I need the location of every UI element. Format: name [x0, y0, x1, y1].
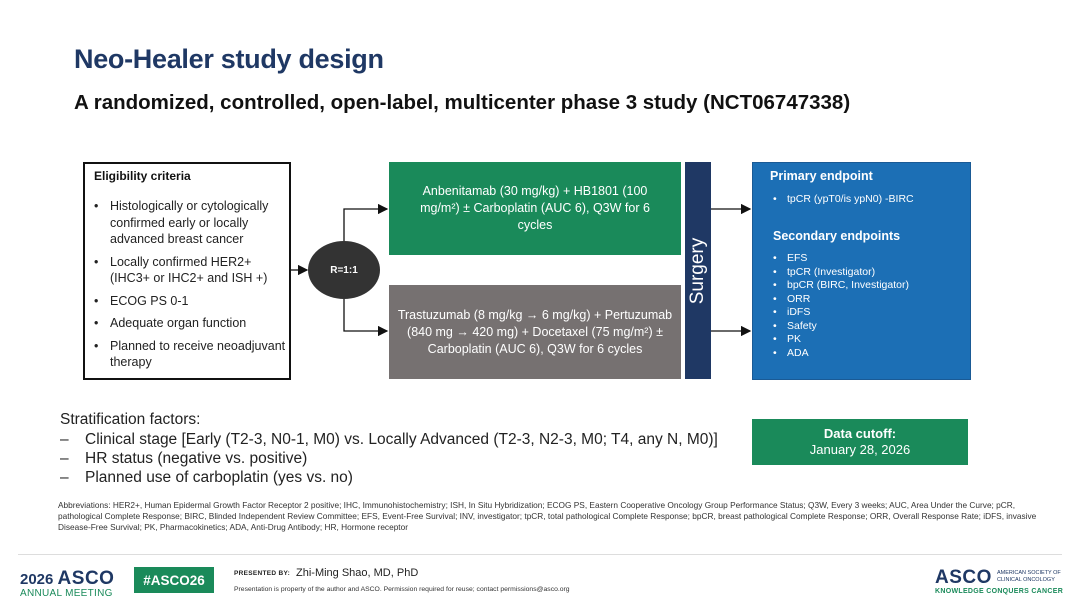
- stratification-item: HR status (negative vs. positive): [60, 449, 760, 468]
- asco-society-name: AMERICAN SOCIETY OF CLINICAL ONCOLOGY: [997, 570, 1061, 583]
- eligibility-item: Planned to receive neoadjuvant therapy: [94, 338, 289, 371]
- slide-subtitle: A randomized, controlled, open-label, mu…: [74, 91, 851, 114]
- experimental-arm-box: Anbenitamab (30 mg/kg) + HB1801 (100 mg/…: [389, 162, 681, 255]
- secondary-endpoint-item: PK: [773, 333, 909, 347]
- abbreviations-footnote: Abbreviations: HER2+, Human Epidermal Gr…: [58, 500, 1037, 532]
- secondary-endpoint-item: tpCR (Investigator): [773, 266, 909, 280]
- data-cutoff-box: Data cutoff: January 28, 2026: [752, 419, 968, 465]
- primary-endpoint-item: tpCR (ypT0/is ypN0) -BIRC: [773, 193, 914, 207]
- eligibility-item: ECOG PS 0-1: [94, 293, 289, 310]
- meeting-line: ANNUAL MEETING: [20, 588, 113, 599]
- secondary-endpoint-item: ORR: [773, 293, 909, 307]
- reuse-disclaimer: Presentation is property of the author a…: [234, 586, 570, 593]
- presented-by-label: PRESENTED BY:: [234, 570, 291, 577]
- secondary-endpoints-heading: Secondary endpoints: [773, 229, 901, 243]
- secondary-endpoints-list: EFS tpCR (Investigator) bpCR (BIRC, Inve…: [773, 252, 909, 360]
- meeting-brand: ASCO: [57, 568, 115, 589]
- experimental-arm-text: Anbenitamab (30 mg/kg) + HB1801 (100 mg/…: [420, 184, 650, 232]
- eligibility-item: Histologically or cytologically confirme…: [94, 198, 289, 248]
- eligibility-item: Adequate organ function: [94, 315, 289, 332]
- stratification-heading: Stratification factors:: [60, 411, 201, 428]
- stratification-item: Planned use of carboplatin (yes vs. no): [60, 468, 760, 487]
- primary-endpoint-heading: Primary endpoint: [770, 169, 873, 183]
- control-arm-text: Trastuzumab (8 mg/kg → 6 mg/kg) + Pertuz…: [397, 307, 673, 356]
- meeting-year: 2026: [20, 571, 54, 588]
- eligibility-criteria-box: Eligibility criteria Histologically or c…: [83, 162, 291, 380]
- asco-society-logo: ASCO AMERICAN SOCIETY OF CLINICAL ONCOLO…: [935, 567, 1063, 595]
- slide-title: Neo-Healer study design: [74, 44, 384, 74]
- stratification-item: Clinical stage [Early (T2-3, N0-1, M0) v…: [60, 430, 760, 449]
- data-cutoff-date: January 28, 2026: [809, 442, 911, 457]
- random-to-arm-b-arrow: [343, 299, 389, 337]
- stratification-factors: Stratification factors: Clinical stage […: [60, 411, 760, 487]
- primary-endpoint-list: tpCR (ypT0/is ypN0) -BIRC: [773, 193, 914, 207]
- randomization-circle: R=1:1: [308, 241, 380, 299]
- surgery-label: Surgery: [687, 237, 708, 304]
- secondary-endpoint-item: EFS: [773, 252, 909, 266]
- data-cutoff-label: Data cutoff:: [823, 426, 897, 441]
- eligibility-item: Locally confirmed HER2+ (IHC3+ or IHC2+ …: [94, 254, 289, 287]
- asco-logo-text: ASCO: [935, 567, 992, 588]
- eligibility-heading: Eligibility criteria: [94, 169, 191, 183]
- eligibility-list: Histologically or cytologically confirme…: [94, 198, 289, 377]
- control-arm-box: Trastuzumab (8 mg/kg → 6 mg/kg) + Pertuz…: [389, 285, 681, 379]
- presenter-name: Zhi-Ming Shao, MD, PhD: [296, 567, 419, 579]
- secondary-endpoint-item: bpCR (BIRC, Investigator): [773, 279, 909, 293]
- footer-divider: [18, 554, 1062, 555]
- asco-tagline: KNOWLEDGE CONQUERS CANCER: [935, 588, 1064, 595]
- secondary-endpoint-item: Safety: [773, 320, 909, 334]
- asco-annual-meeting-logo: 2026 ASCO ANNUAL MEETING: [20, 568, 114, 599]
- surgery-bar: Surgery: [685, 162, 711, 379]
- random-to-arm-a-arrow: [343, 203, 389, 241]
- secondary-endpoint-item: iDFS: [773, 306, 909, 320]
- hashtag-badge: #ASCO26: [134, 567, 214, 593]
- endpoints-box: Primary endpoint tpCR (ypT0/is ypN0) -BI…: [752, 162, 971, 380]
- secondary-endpoint-item: ADA: [773, 347, 909, 361]
